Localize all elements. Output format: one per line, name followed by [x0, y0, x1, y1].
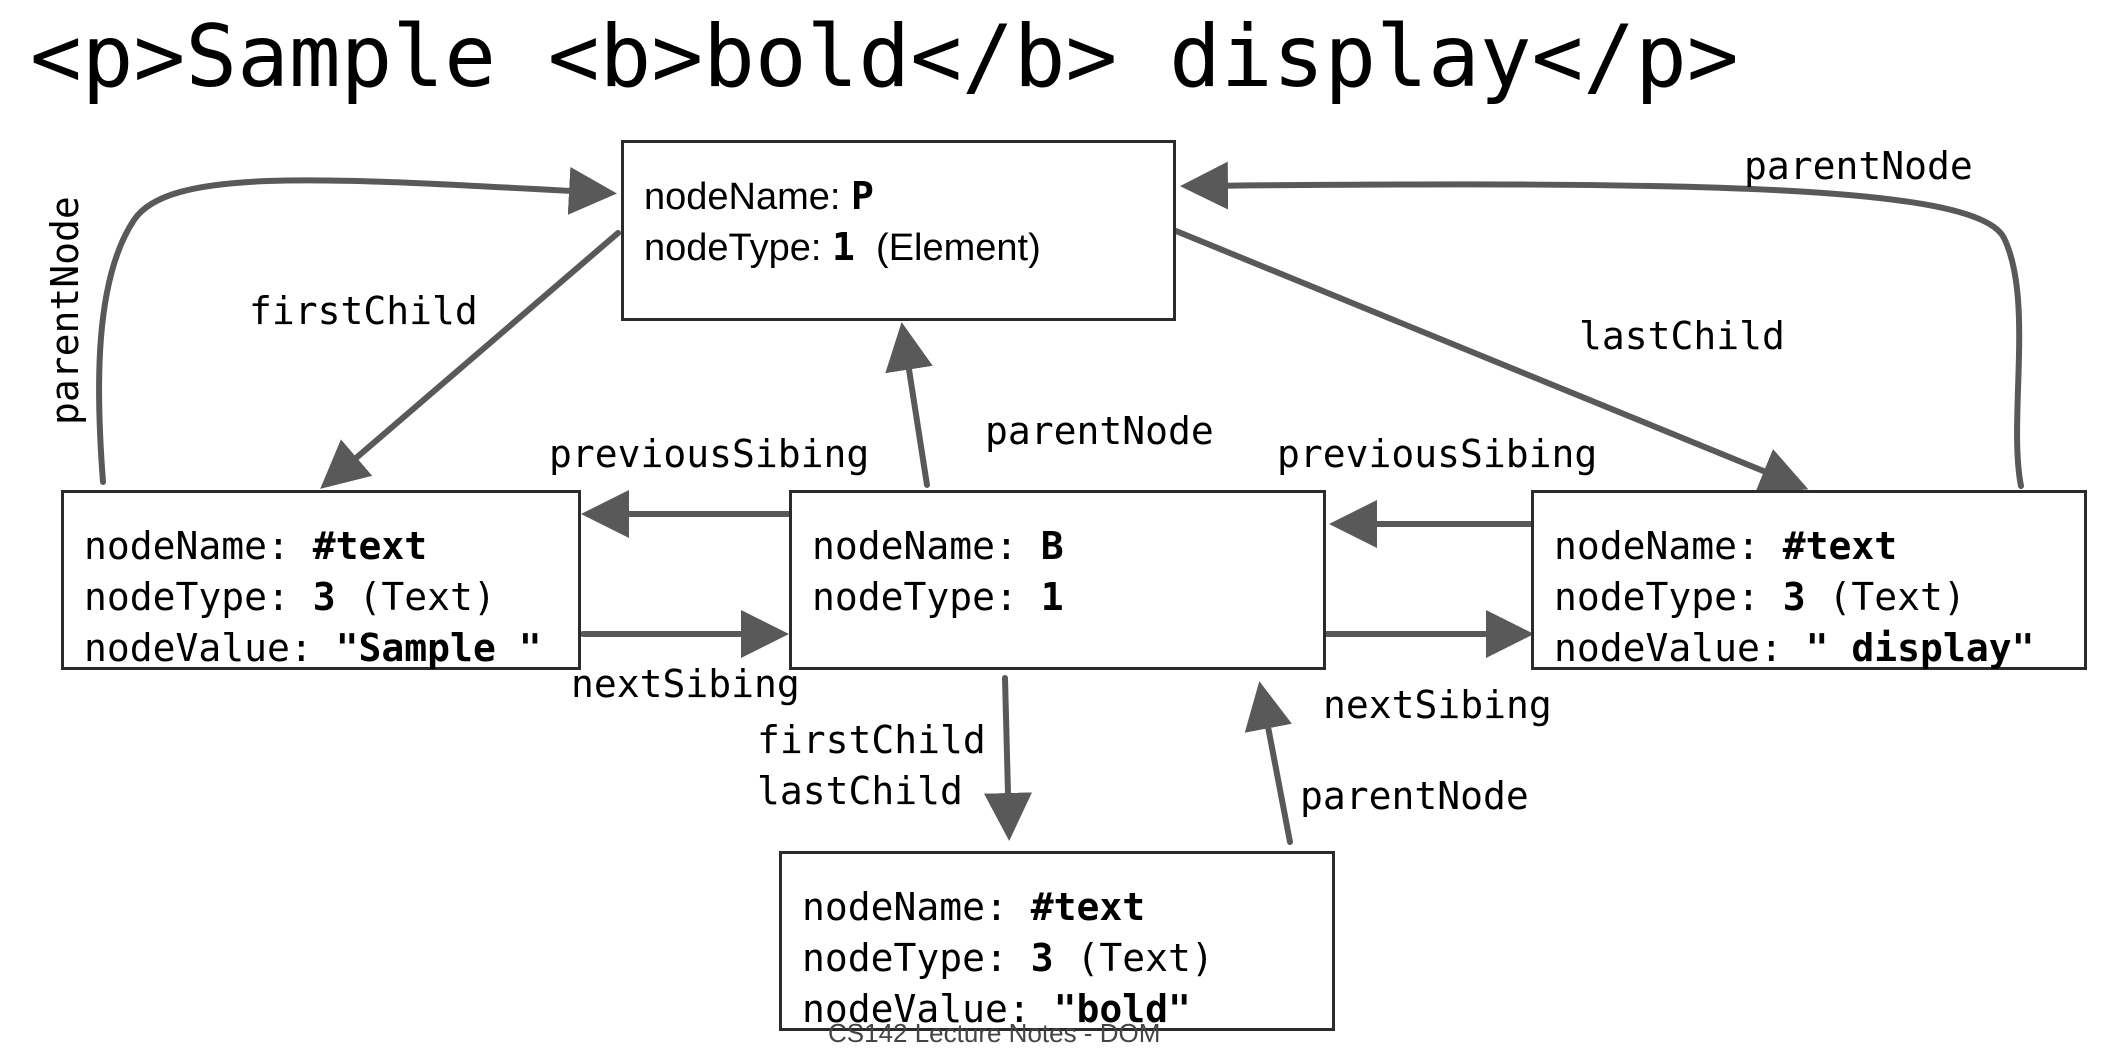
node-type-value: 3: [1030, 936, 1054, 980]
node-type-value: 3: [1782, 575, 1806, 619]
node-name-line: nodeName: P: [644, 171, 1173, 222]
label-p-first-child: firstChild: [249, 289, 478, 333]
node-type-value: 3: [312, 575, 336, 619]
node-name-value: #text: [312, 524, 428, 568]
node-value-value: "Sample ": [335, 626, 542, 670]
footer-caption: CS142 Lecture Notes - DOM: [828, 1018, 1161, 1048]
label-b-last-child: lastChild: [757, 769, 963, 813]
label-bold-parent-node: parentNode: [1300, 774, 1529, 818]
node-name-line: nodeName: #text: [1554, 521, 2084, 572]
node-type-line: nodeType: 3 (Text): [84, 572, 578, 623]
node-type-line: nodeType: 1: [812, 572, 1323, 623]
node-type-key: nodeType:: [812, 575, 1041, 619]
node-type-value: 1: [1040, 575, 1064, 619]
node-value-line: nodeValue: "bold": [802, 984, 1332, 1035]
label-sample-parent-node: parentNode: [43, 196, 87, 425]
label-p-last-child: lastChild: [1579, 314, 1785, 358]
arrow-bold-parent-node: [1244, 681, 1293, 845]
text-node-display: nodeName: #text nodeType: 3 (Text) nodeV…: [1531, 490, 2087, 670]
node-type-line: nodeType: 3 (Text): [802, 933, 1332, 984]
node-name-key: nodeName:: [812, 524, 1041, 568]
node-type-line: nodeType: 3 (Text): [1554, 572, 2084, 623]
label-b-next-sibling: nextSibing: [1323, 683, 1552, 727]
arrow-b-parent-node: [885, 322, 933, 488]
page-title: <p>Sample <b>bold</b> display</p>: [30, 7, 1739, 107]
label-b-previous-sibling: previousSibing: [549, 432, 870, 476]
p-element-node: nodeName: P nodeType: 1 (Element): [621, 140, 1176, 321]
node-name-key: nodeName:: [644, 176, 852, 218]
node-name-value: #text: [1782, 524, 1898, 568]
node-name-line: nodeName: B: [812, 521, 1323, 572]
node-name-key: nodeName:: [1554, 524, 1783, 568]
node-type-key: nodeType:: [84, 575, 313, 619]
node-type-note: (Text): [335, 575, 496, 619]
node-name-line: nodeName: #text: [802, 882, 1332, 933]
b-element-node: nodeName: B nodeType: 1: [789, 490, 1326, 670]
label-display-parent-node: parentNode: [1744, 144, 1973, 188]
node-type-note: (Element): [854, 227, 1041, 269]
node-type-key: nodeType:: [644, 227, 833, 269]
node-name-key: nodeName:: [802, 885, 1031, 929]
node-value-line: nodeValue: " display": [1554, 623, 2084, 674]
arrow-p-first-child: [320, 230, 621, 489]
node-name-value: P: [851, 174, 874, 218]
text-node-bold: nodeName: #text nodeType: 3 (Text) nodeV…: [779, 851, 1335, 1031]
node-name-value: B: [1040, 524, 1064, 568]
node-name-line: nodeName: #text: [84, 521, 578, 572]
arrow-display-parent-node: [1180, 161, 2024, 489]
node-value-key: nodeValue:: [84, 626, 336, 670]
arrow-b-first-child: [983, 675, 1032, 841]
label-display-previous-sibling: previousSibing: [1277, 432, 1598, 476]
node-value-value: " display": [1805, 626, 2035, 670]
node-name-key: nodeName:: [84, 524, 313, 568]
text-node-sample: nodeName: #text nodeType: 3 (Text) nodeV…: [61, 490, 581, 670]
node-value-key: nodeValue:: [802, 987, 1054, 1031]
node-type-value: 1: [832, 225, 855, 269]
node-type-key: nodeType:: [802, 936, 1031, 980]
arrow-sample-parent-node: [96, 166, 617, 485]
node-type-line: nodeType: 1 (Element): [644, 222, 1173, 273]
arrow-p-last-child: [1173, 228, 1809, 494]
node-value-value: "bold": [1053, 987, 1191, 1031]
node-type-note: (Text): [1805, 575, 1966, 619]
node-name-value: #text: [1030, 885, 1146, 929]
node-value-key: nodeValue:: [1554, 626, 1806, 670]
node-type-key: nodeType:: [1554, 575, 1783, 619]
label-sample-next-sibling: nextSibing: [571, 662, 800, 706]
label-b-parent-node: parentNode: [985, 409, 1214, 453]
label-b-first-child: firstChild: [757, 718, 986, 762]
node-type-note: (Text): [1053, 936, 1214, 980]
node-value-line: nodeValue: "Sample ": [84, 623, 578, 674]
